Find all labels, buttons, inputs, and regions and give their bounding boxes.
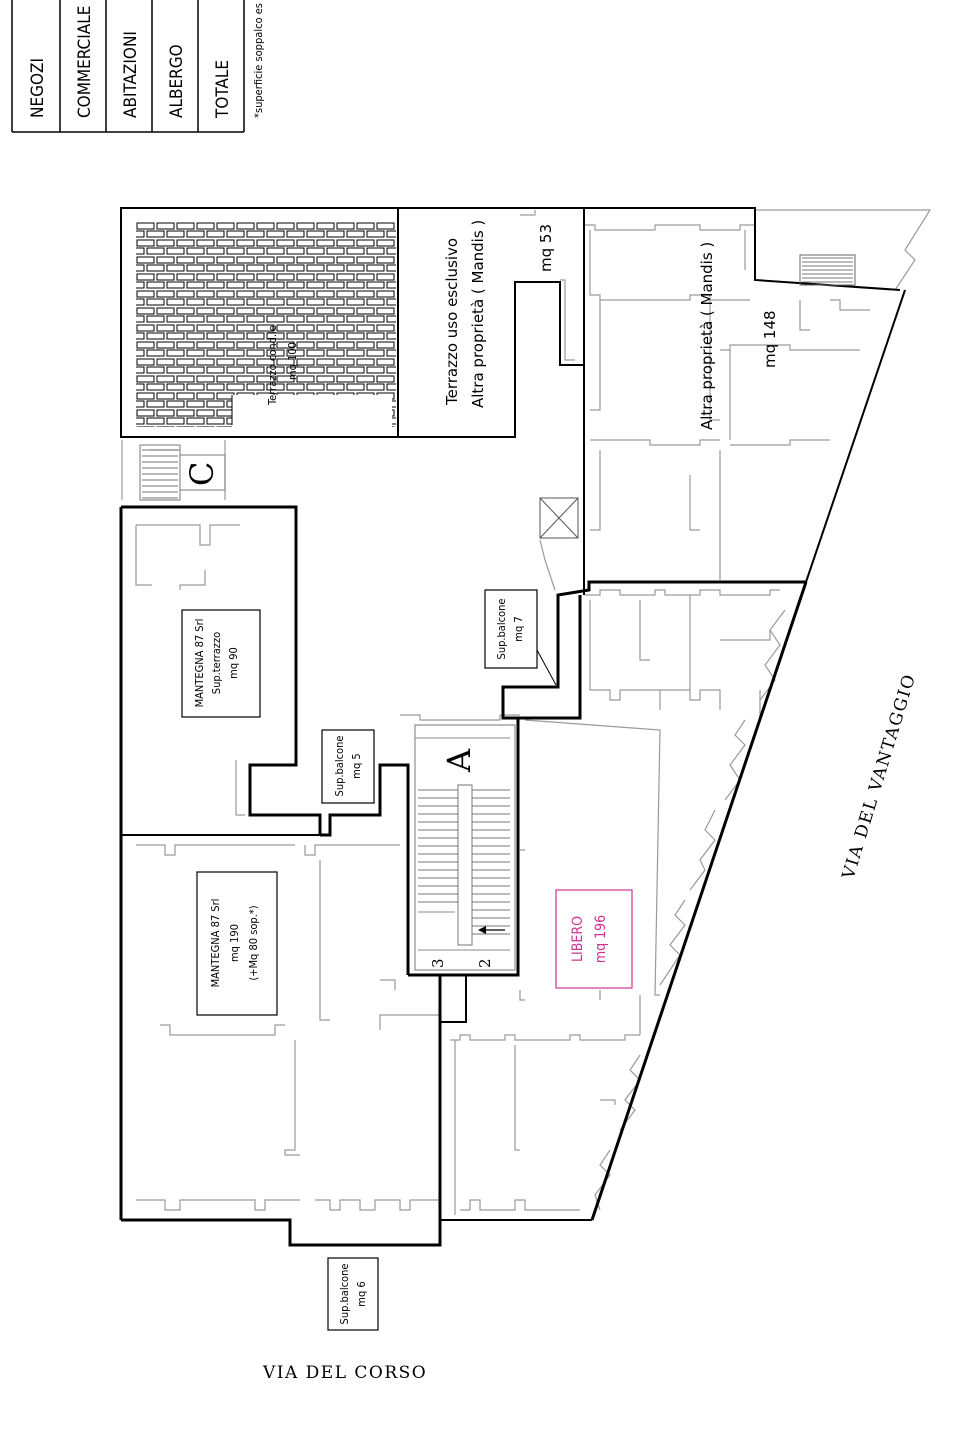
svg-text:mq 6: mq 6 bbox=[355, 1281, 368, 1306]
stair-a-number-3: 3 bbox=[429, 958, 447, 968]
svg-text:mq 90: mq 90 bbox=[227, 647, 240, 679]
label-balcone-5: Sup.balcone mq 5 bbox=[321, 729, 375, 804]
label-mantegna-terrazzo: MANTEGNA 87 Srl Sup.terrazzo mq 90 bbox=[181, 609, 261, 718]
svg-text:Altra proprietà ( Mandis ): Altra proprietà ( Mandis ) bbox=[698, 242, 716, 430]
legend-table: NEGOZI COMMERCIALE ABITAZIONI ALBERGO TO… bbox=[11, 0, 265, 133]
unit-boundaries bbox=[119, 207, 906, 1247]
label-libero: LIBERO mq 196 bbox=[555, 889, 633, 989]
svg-text:LIBERO: LIBERO bbox=[570, 916, 586, 962]
label-mq53: mq 53 bbox=[537, 224, 555, 272]
svg-text:mq 196: mq 196 bbox=[593, 915, 609, 963]
svg-text:Sup.terrazzo: Sup.terrazzo bbox=[210, 632, 223, 694]
svg-text:Terrazzo uso esclusivo: Terrazzo uso esclusivo bbox=[443, 238, 461, 406]
legend-row-negozi: NEGOZI bbox=[28, 58, 48, 118]
label-terrazzo-esclusivo: Terrazzo uso esclusivo Altra proprietà (… bbox=[443, 220, 487, 408]
svg-text:Sup.balcone: Sup.balcone bbox=[338, 1264, 351, 1325]
stair-a-number-2: 2 bbox=[476, 958, 494, 968]
svg-text:Altra proprietà ( Mandis ): Altra proprietà ( Mandis ) bbox=[469, 220, 487, 408]
svg-text:mq 100: mq 100 bbox=[286, 342, 299, 380]
svg-text:mq 5: mq 5 bbox=[350, 753, 363, 778]
svg-text:mq 7: mq 7 bbox=[512, 616, 525, 641]
svg-text:mq 148: mq 148 bbox=[761, 310, 779, 368]
legend-row-commerciale: COMMERCIALE bbox=[75, 6, 95, 118]
svg-text:MANTEGNA 87 Srl: MANTEGNA 87 Srl bbox=[193, 619, 206, 708]
label-terrazzo-condominiale: Terrazzo cond.le mq 100 bbox=[266, 325, 299, 406]
stair-c-label: C bbox=[183, 462, 221, 486]
street-via-del-corso: VIA DEL CORSO bbox=[262, 1363, 427, 1383]
interior-walls bbox=[121, 209, 932, 1215]
legend-row-albergo: ALBERGO bbox=[167, 44, 187, 118]
legend-row-totale: TOTALE bbox=[213, 60, 233, 119]
svg-text:MANTEGNA 87 Srl: MANTEGNA 87 Srl bbox=[209, 899, 222, 988]
svg-text:Terrazzo cond.le: Terrazzo cond.le bbox=[266, 325, 279, 406]
label-mantegna-main: MANTEGNA 87 Srl mq 190 (+Mq 80 sop.*) bbox=[196, 871, 278, 1016]
label-altra-proprieta: Altra proprietà ( Mandis ) mq 148 bbox=[698, 242, 779, 430]
stair-c: C bbox=[139, 444, 226, 501]
stair-a-label: A bbox=[440, 748, 478, 773]
legend-row-abitazioni: ABITAZIONI bbox=[121, 31, 141, 118]
svg-text:Sup.balcone: Sup.balcone bbox=[333, 736, 346, 797]
svg-text:(+Mq 80 sop.*): (+Mq 80 sop.*) bbox=[247, 905, 260, 980]
svg-text:mq 190: mq 190 bbox=[228, 924, 241, 962]
terrazzo-condominiale bbox=[136, 222, 396, 427]
stair-upper-right bbox=[799, 254, 856, 286]
street-via-del-vantaggio: VIA DEL VANTAGGIO bbox=[838, 671, 920, 882]
label-balcone-7: Sup.balcone mq 7 bbox=[484, 589, 557, 686]
svg-text:Sup.balcone: Sup.balcone bbox=[495, 599, 508, 660]
lift-shaft bbox=[539, 497, 579, 591]
legend-footnote: *superficie soppalco es bbox=[252, 3, 265, 118]
stair-a: A 3 2 bbox=[414, 724, 516, 971]
label-balcone-6: Sup.balcone mq 6 bbox=[327, 1257, 379, 1331]
